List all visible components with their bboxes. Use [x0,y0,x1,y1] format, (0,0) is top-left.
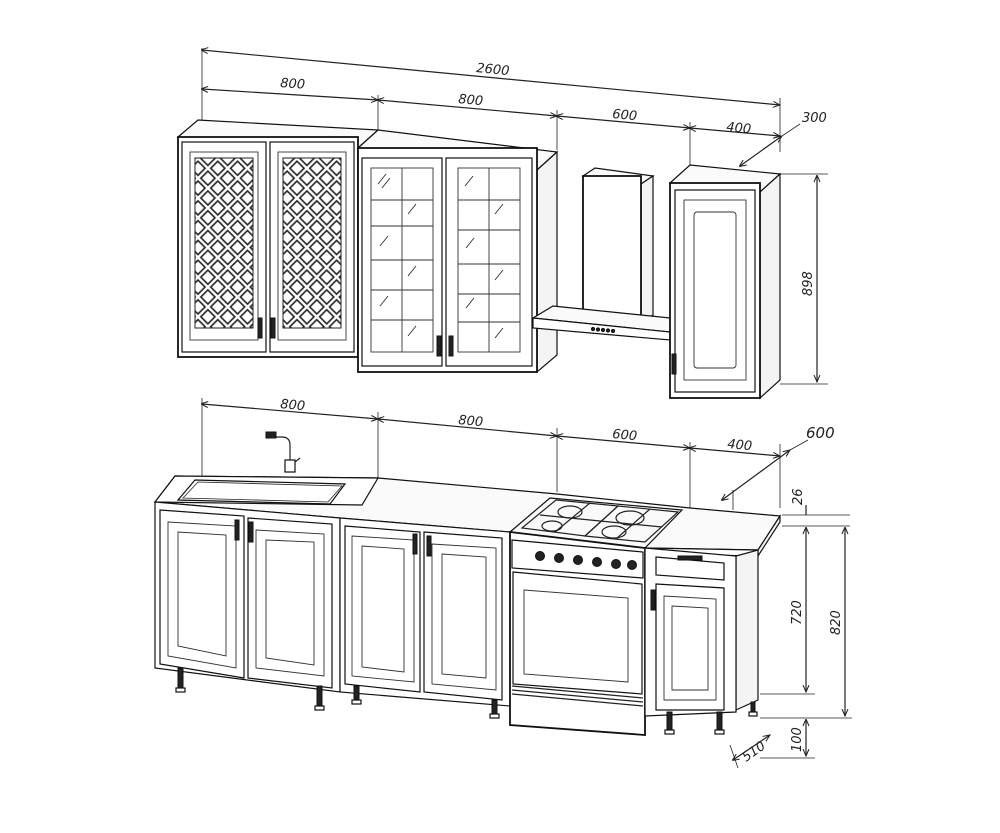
dim-line-column [690,128,780,136]
handle-icon [426,535,432,557]
dim-countertop: 26 [791,488,806,505]
handle-icon [270,317,276,339]
range-hood [531,167,692,341]
dim-line-wall-glass [378,100,557,116]
dim-sink: 800 [280,397,306,414]
dim-line-plinth-depth [733,735,770,760]
handle-icon [412,533,418,555]
dim-narrow: 400 [727,437,753,454]
gas-stove [508,497,684,736]
dim-wall-left: 800 [280,76,306,93]
sink [153,431,380,506]
dim-hood: 600 [612,107,638,124]
base-cabinet-narrow [644,547,759,735]
handle-icon [650,589,656,611]
base-cabinet-double [339,517,511,719]
handle-icon [248,521,254,543]
dim-line-wall-left [202,89,378,100]
base-cabinet-sink [154,501,341,711]
dim-upper-depth: 300 [802,111,827,126]
dim-line-stove [557,436,690,448]
drawer-handle-icon [677,555,703,561]
dim-line-sink [202,404,378,419]
dim-wall-glass: 800 [458,92,484,109]
wall-cabinet-column [668,164,782,400]
dim-plinth-depth: 510 [740,739,769,766]
wall-cabinet-glass [356,129,559,374]
handle-icon [234,519,240,541]
dim-total-width: 2600 [476,61,510,79]
handle-icon [448,335,454,357]
faucet-icon [265,431,277,439]
dim-total-height: 820 [829,610,844,635]
dim-line-lower-depth [722,450,790,500]
knob-icon [535,551,637,570]
dim-column: 400 [726,120,752,137]
wall-cabinet-lattice [176,119,380,358]
dim-line-total-width [202,50,780,105]
dim-cabinet-height: 720 [790,600,805,625]
dim-stove: 600 [612,427,638,444]
dim-line-cabinet [378,419,557,436]
dim-lower-depth: 600 [806,424,835,442]
handle-icon [257,317,263,339]
upper-dimensions: 2600 800 800 600 400 300 898 [202,48,828,385]
dim-cabinet: 800 [458,413,484,430]
dim-line-hood [557,116,690,128]
dim-legs: 100 [790,727,805,752]
dim-line-upper-depth [740,136,782,166]
dim-upper-height: 898 [801,271,816,296]
lower-dimensions: 800 800 600 400 600 26 720 820 100 [202,397,852,769]
handle-icon [671,353,677,375]
handle-icon [436,335,442,357]
